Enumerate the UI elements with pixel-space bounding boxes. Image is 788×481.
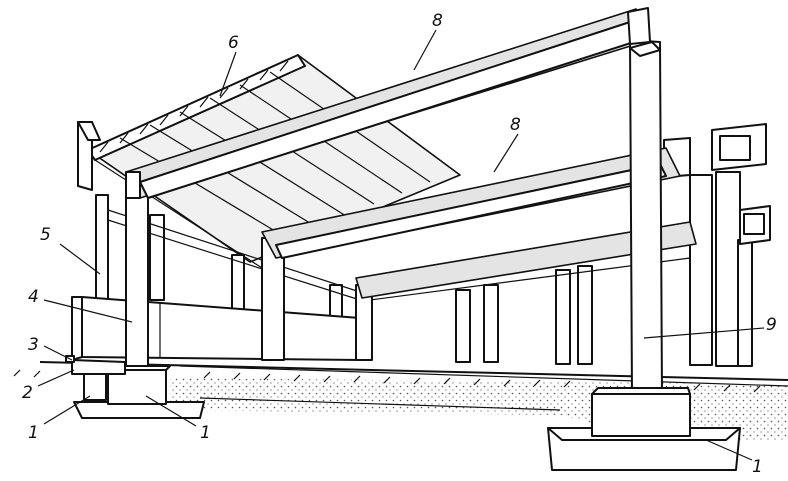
gable-end (77, 121, 101, 191)
foundation-right (547, 387, 741, 471)
callout-7: 6 (228, 33, 239, 53)
rear-frame (355, 221, 697, 361)
leader-lines (37, 29, 765, 461)
ground-hatching (13, 369, 761, 393)
callout-1-left: 1 (200, 423, 211, 443)
callout-6: 5 (40, 225, 51, 245)
callout-labels: 6 8 8 5 4 3 2 1 1 1 9 (22, 11, 777, 477)
front-right-column (627, 7, 663, 397)
foundation-beam (65, 355, 126, 401)
roof-slab-hatching (99, 60, 289, 153)
callout-1-right: 1 (752, 457, 763, 477)
callout-8-top: 8 (432, 11, 443, 31)
callout-8-middle: 8 (510, 115, 521, 135)
front-frame (125, 8, 651, 369)
callout-9: 9 (766, 315, 777, 335)
callout-3: 2 (22, 383, 33, 403)
front-left-column (125, 194, 149, 369)
callout-5: 4 (28, 287, 39, 307)
wall-panel (71, 296, 361, 361)
middle-frame (261, 147, 681, 361)
callout-2: 1 (28, 423, 39, 443)
callout-4: 3 (28, 335, 39, 355)
